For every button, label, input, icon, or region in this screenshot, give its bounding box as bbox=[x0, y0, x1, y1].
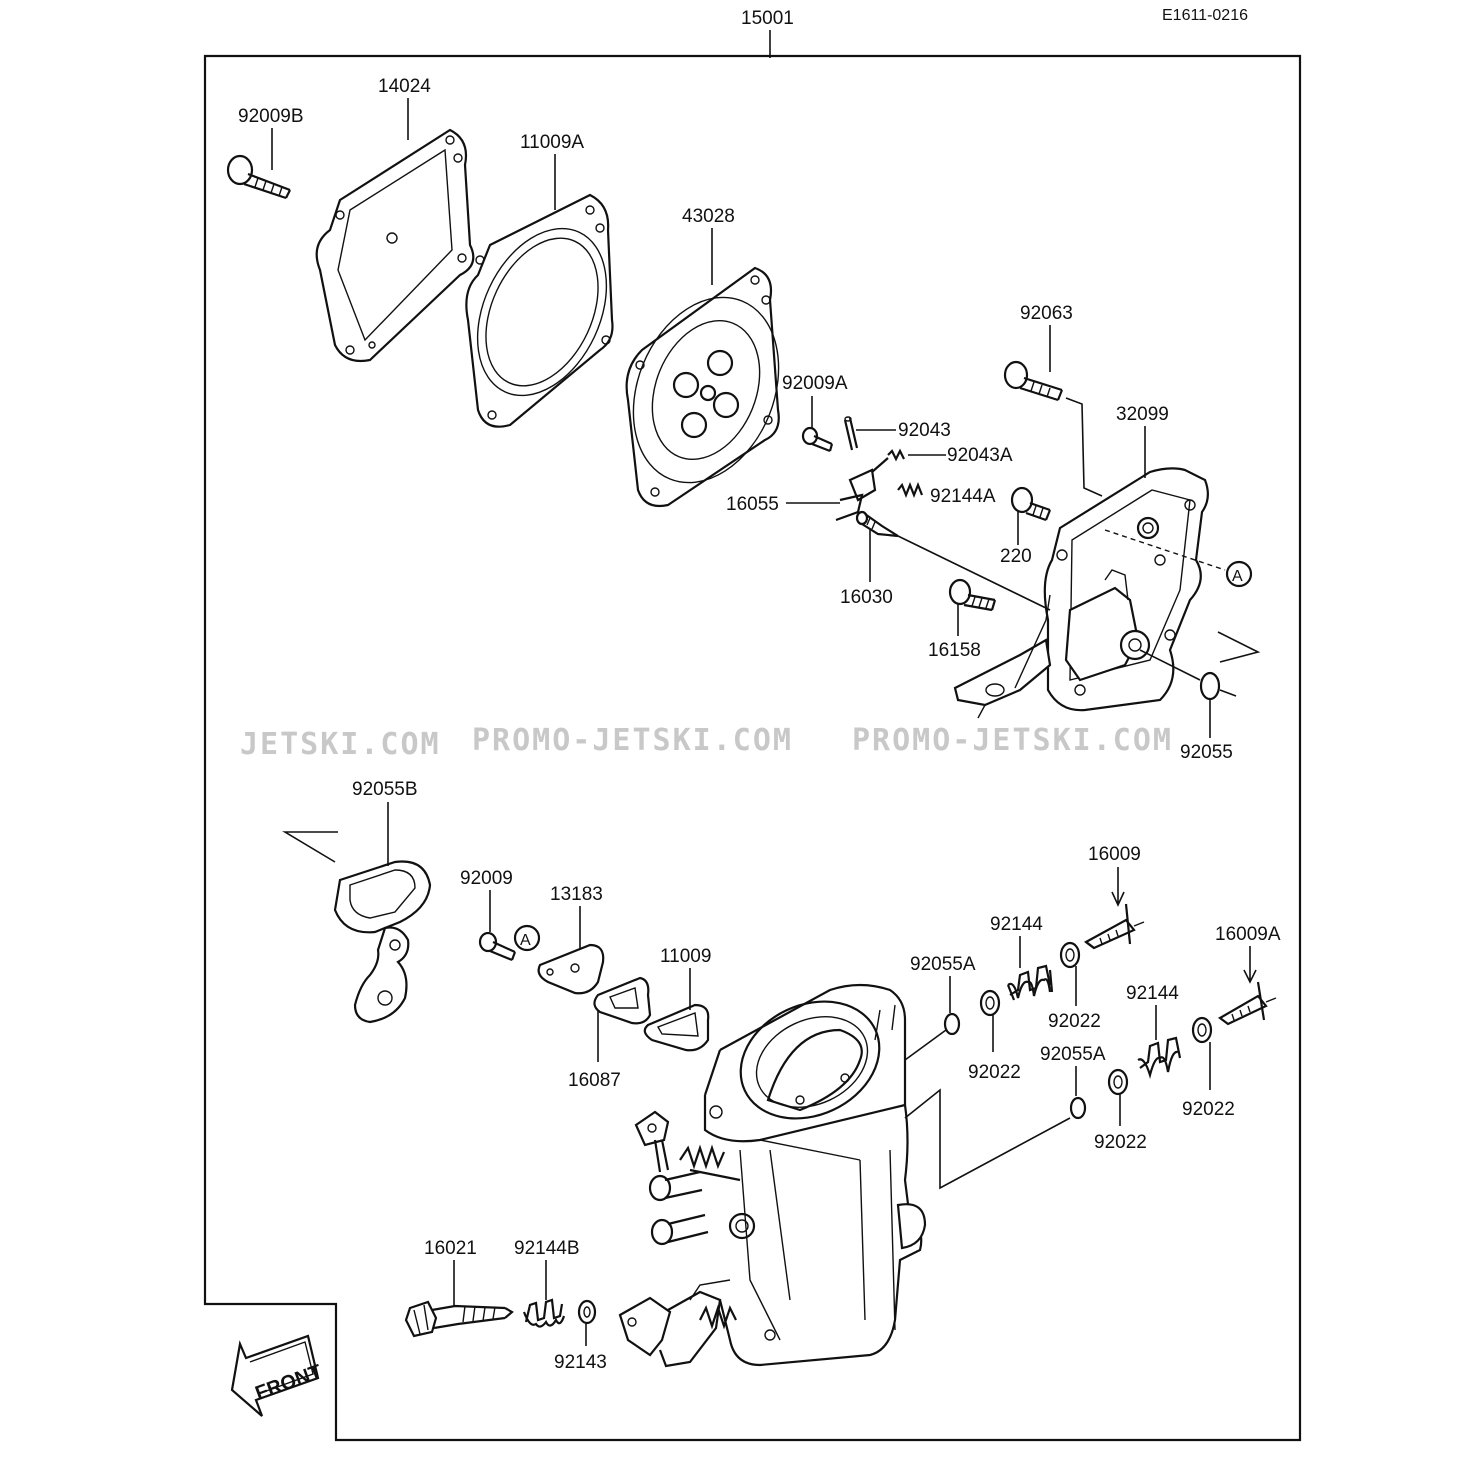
washer-92143 bbox=[577, 1299, 597, 1325]
label-92055B: 92055B bbox=[352, 779, 418, 800]
label-92055A-lower: 92055A bbox=[1040, 1044, 1106, 1065]
front-direction-arrow: FRONT bbox=[230, 1334, 325, 1417]
cover-32099 bbox=[953, 467, 1209, 719]
needle-16030 bbox=[855, 510, 899, 538]
label-92022-d: 92022 bbox=[1182, 1099, 1235, 1120]
diaphragm-14024 bbox=[315, 128, 475, 363]
gasket-92055B bbox=[333, 860, 432, 1024]
carburetor-body bbox=[618, 983, 927, 1368]
label-16087: 16087 bbox=[568, 1070, 621, 1091]
label-92043: 92043 bbox=[898, 420, 951, 441]
label-16021: 16021 bbox=[424, 1238, 477, 1259]
label-92009: 92009 bbox=[460, 868, 513, 889]
label-220: 220 bbox=[1000, 546, 1032, 567]
label-13183: 13183 bbox=[550, 884, 603, 905]
label-14024: 14024 bbox=[378, 76, 431, 97]
callout-a-bottom-label: A bbox=[520, 932, 531, 949]
label-16158: 16158 bbox=[928, 640, 981, 661]
label-92055A-upper: 92055A bbox=[910, 954, 976, 975]
assembly-frame bbox=[203, 54, 1302, 1442]
label-92022-c: 92022 bbox=[1094, 1132, 1147, 1153]
spring-92144B bbox=[522, 1298, 566, 1328]
callout-a-bottom bbox=[513, 924, 541, 952]
label-92144-lower: 92144 bbox=[1126, 983, 1179, 1004]
label-92009A: 92009A bbox=[782, 373, 848, 394]
watermark-2: PROMO-JETSKI.COM bbox=[472, 723, 793, 758]
gasket-16087 bbox=[593, 976, 652, 1025]
callout-a-top bbox=[1225, 560, 1253, 588]
oring-92055A-lower bbox=[1069, 1096, 1087, 1120]
label-92144-upper: 92144 bbox=[990, 914, 1043, 935]
needle-16009 bbox=[1083, 903, 1145, 950]
label-16009A: 16009A bbox=[1215, 924, 1281, 945]
watermark-1: JETSKI.COM bbox=[240, 727, 441, 762]
front-label: FRONT bbox=[252, 1361, 324, 1405]
label-11009A: 11009A bbox=[520, 132, 584, 153]
watermark-3: PROMO-JETSKI.COM bbox=[852, 723, 1173, 758]
diaphragm-43028 bbox=[625, 266, 780, 508]
screw-92009B bbox=[226, 154, 291, 200]
label-43028: 43028 bbox=[682, 206, 735, 227]
label-16009: 16009 bbox=[1088, 844, 1141, 865]
plate-13183 bbox=[537, 943, 605, 995]
gasket-11009 bbox=[643, 1003, 710, 1052]
washer-92022-d bbox=[1191, 1016, 1213, 1044]
oring-92055A-upper bbox=[943, 1012, 961, 1036]
label-32099: 32099 bbox=[1116, 404, 1169, 425]
label-16030: 16030 bbox=[840, 587, 893, 608]
washer-92022-c bbox=[1107, 1068, 1129, 1096]
label-92022-a: 92022 bbox=[968, 1062, 1021, 1083]
needle-16009A bbox=[1218, 981, 1277, 1026]
screw-16021 bbox=[404, 1300, 514, 1338]
spring-92144A bbox=[897, 482, 924, 498]
screw-92009A bbox=[801, 426, 834, 453]
screw-16158 bbox=[948, 578, 997, 612]
screw-220 bbox=[1010, 486, 1052, 522]
label-92043A: 92043A bbox=[947, 445, 1013, 466]
gasket-11009A bbox=[465, 193, 614, 428]
spring-92144-upper bbox=[1006, 964, 1054, 1001]
label-92144A: 92144A bbox=[930, 486, 996, 507]
label-92009B: 92009B bbox=[238, 106, 304, 127]
lever-16055 bbox=[835, 457, 889, 522]
oring-92055 bbox=[1199, 671, 1221, 701]
assembly-label: 15001 bbox=[741, 8, 794, 29]
screw-92063 bbox=[1003, 360, 1064, 402]
washer-92022-a bbox=[979, 989, 1001, 1017]
label-92022-b: 92022 bbox=[1048, 1011, 1101, 1032]
diagram-code: E1611-0216 bbox=[1162, 7, 1248, 24]
label-16055: 16055 bbox=[726, 494, 779, 515]
spring-92043A bbox=[887, 448, 905, 462]
label-92055: 92055 bbox=[1180, 742, 1233, 763]
label-92144B: 92144B bbox=[514, 1238, 580, 1259]
label-92143: 92143 bbox=[554, 1352, 607, 1373]
washer-92022-b bbox=[1059, 941, 1081, 969]
screw-92009 bbox=[478, 931, 517, 962]
label-92063: 92063 bbox=[1020, 303, 1073, 324]
pin-92043 bbox=[843, 416, 859, 451]
spring-92144-lower bbox=[1137, 1036, 1182, 1079]
callout-a-top-label: A bbox=[1232, 568, 1243, 585]
label-11009: 11009 bbox=[660, 946, 711, 967]
